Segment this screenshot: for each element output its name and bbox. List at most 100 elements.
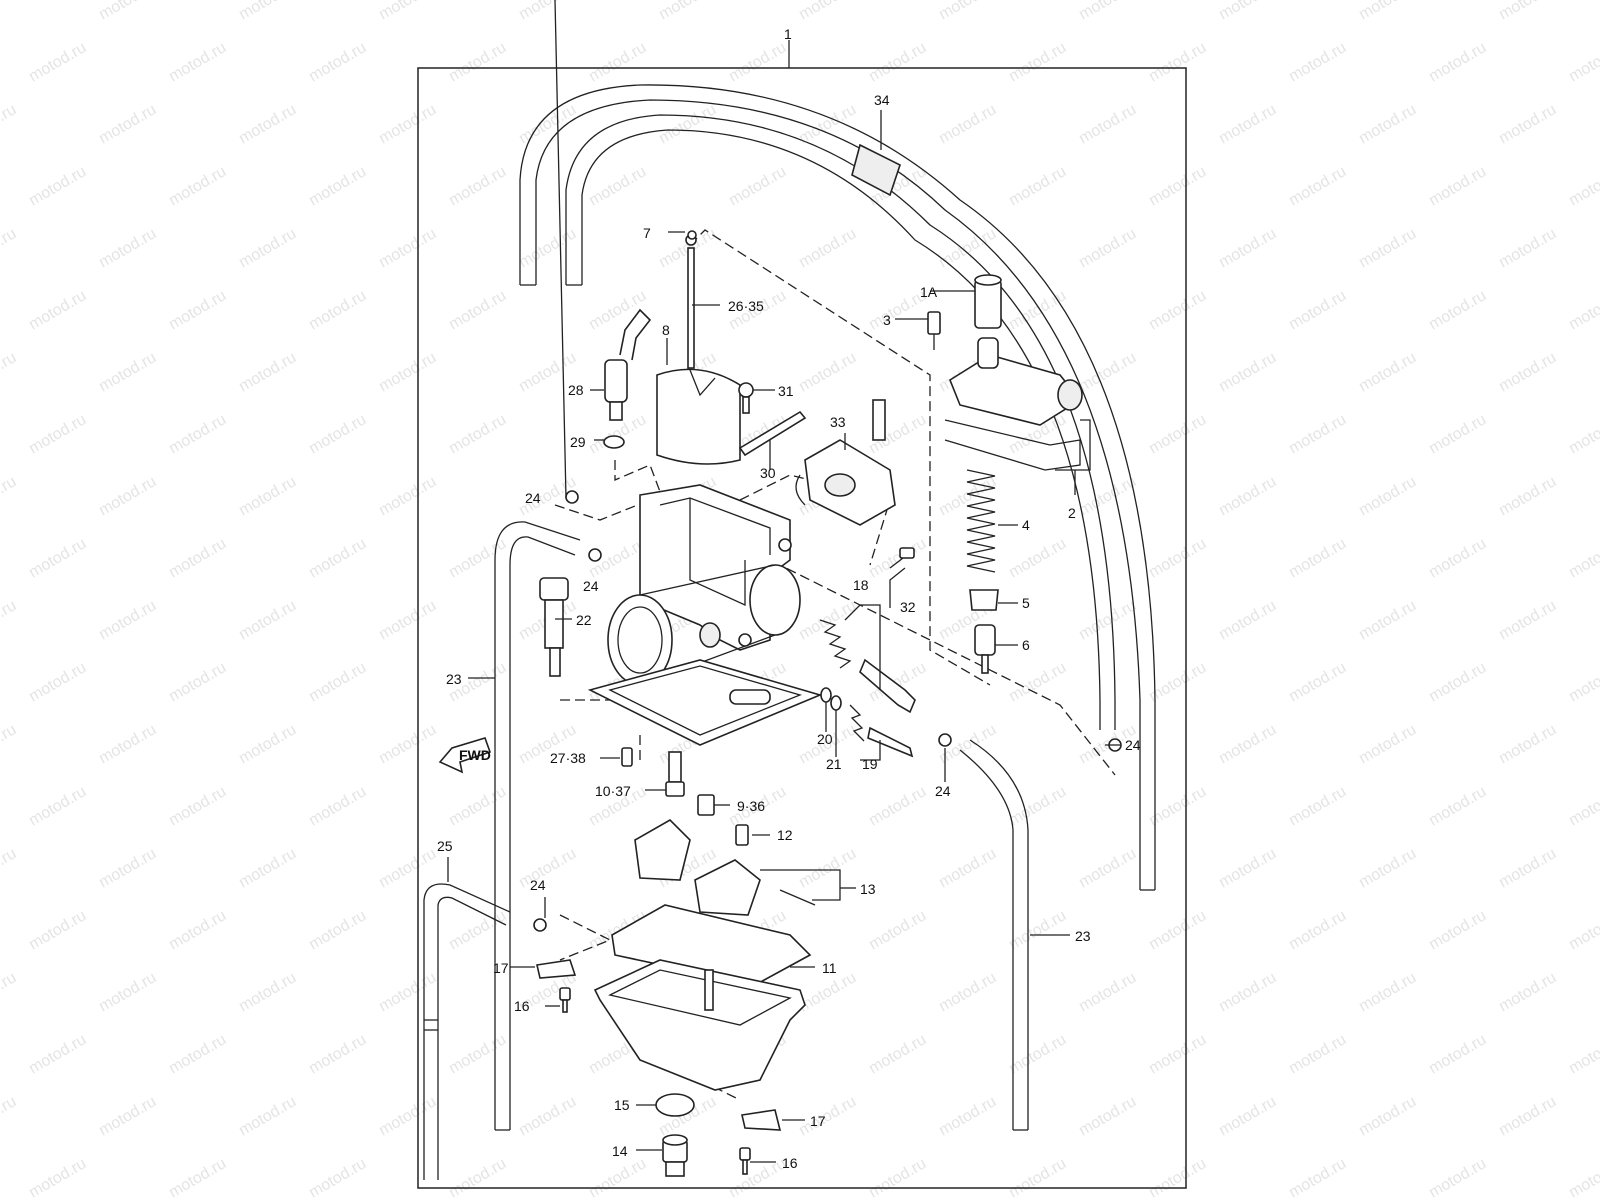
bracket-17-left — [536, 959, 577, 979]
label-32: 32 — [900, 599, 916, 615]
watermark-text: motod.ru — [306, 907, 369, 953]
float-13 — [634, 819, 816, 916]
watermark-text: motod.ru — [0, 225, 19, 271]
watermark-text: motod.ru — [306, 163, 369, 209]
watermark-text: motod.ru — [1006, 535, 1069, 581]
watermark-text: motod.ru — [376, 845, 439, 891]
watermark-text: motod.ru — [306, 411, 369, 457]
watermark-text: motod.ru — [1356, 349, 1419, 395]
watermark-text: motod.ru — [1356, 597, 1419, 643]
watermark-text: motod.ru — [936, 969, 999, 1015]
label-15: 15 — [614, 1097, 630, 1113]
watermark-text: motod.ru — [96, 349, 159, 395]
watermark-text: motod.ru — [306, 535, 369, 581]
fwd-arrow: FWD — [438, 737, 492, 774]
watermark-text: motod.ru — [796, 845, 859, 891]
label-24-a: 24 — [525, 490, 541, 506]
watermark-text: motod.ru — [1566, 411, 1600, 457]
watermark-text: motod.ru — [26, 163, 89, 209]
starter-plunger-22 — [539, 577, 569, 677]
watermark-text: motod.ru — [26, 659, 89, 705]
watermark-text: motod.ru — [306, 287, 369, 333]
watermark-text: motod.ru — [236, 845, 299, 891]
watermark-text: motod.ru — [1216, 721, 1279, 767]
watermark-text: motod.ru — [1426, 535, 1489, 581]
label-23-b: 23 — [1075, 928, 1091, 944]
watermark-text: motod.ru — [1426, 163, 1489, 209]
watermark-text: motod.ru — [936, 0, 999, 23]
watermark-text: motod.ru — [1356, 1093, 1419, 1139]
watermark-text: motod.ru — [1146, 1031, 1209, 1077]
watermark-text: motod.ru — [1496, 0, 1559, 23]
watermark-text: motod.ru — [1146, 411, 1209, 457]
watermark-text: motod.ru — [96, 473, 159, 519]
watermark-text: motod.ru — [1076, 349, 1139, 395]
watermark-text: motod.ru — [1496, 101, 1559, 147]
watermark-text: motod.ru — [1426, 287, 1489, 333]
watermark-text: motod.ru — [1356, 473, 1419, 519]
watermark-text: motod.ru — [1006, 1031, 1069, 1077]
watermark-text: motod.ru — [446, 1155, 509, 1200]
watermark-text: motod.ru — [1426, 659, 1489, 705]
watermark-text: motod.ru — [1356, 101, 1419, 147]
watermark-text: motod.ru — [96, 969, 159, 1015]
watermark-text: motod.ru — [236, 721, 299, 767]
watermark-text: motod.ru — [0, 969, 19, 1015]
watermark-text: motod.ru — [1076, 1093, 1139, 1139]
watermark-text: motod.ru — [1286, 659, 1349, 705]
watermark-text: motod.ru — [1146, 907, 1209, 953]
fwd-label: FWD — [459, 747, 491, 763]
watermark-text: motod.ru — [26, 1155, 89, 1200]
label-12: 12 — [777, 827, 793, 843]
watermark-text: motod.ru — [1216, 225, 1279, 271]
watermark-text: motod.ru — [446, 411, 509, 457]
carburetor-body — [587, 484, 823, 746]
watermark-text: motod.ru — [96, 101, 159, 147]
watermark-text: motod.ru — [446, 783, 509, 829]
watermark-text: motod.ru — [1496, 349, 1559, 395]
watermark-text: motod.ru — [26, 907, 89, 953]
watermark-text: motod.ru — [236, 349, 299, 395]
label-1: 1 — [784, 26, 792, 42]
watermark-text: motod.ru — [1006, 1155, 1069, 1200]
label-11: 11 — [822, 960, 837, 976]
watermark-text: motod.ru — [306, 1155, 369, 1200]
watermark-text: motod.ru — [1566, 535, 1600, 581]
watermark-text: motod.ru — [1566, 907, 1600, 953]
watermark-text: motod.ru — [1426, 1031, 1489, 1077]
drain-hose-25 — [423, 883, 511, 1180]
watermark-text: motod.ru — [166, 411, 229, 457]
watermark-text: motod.ru — [376, 597, 439, 643]
label-8: 8 — [662, 322, 670, 338]
o-ring-21 — [830, 695, 842, 711]
bracket-17-right — [741, 1109, 782, 1131]
watermark-text: motod.ru — [866, 783, 929, 829]
watermark-text: motod.ru — [1496, 1093, 1559, 1139]
watermark-text: motod.ru — [166, 907, 229, 953]
watermark-text: motod.ru — [166, 783, 229, 829]
watermark-text: motod.ru — [96, 0, 159, 23]
watermark-text: motod.ru — [376, 101, 439, 147]
screw-spring-19 — [849, 704, 914, 758]
watermark-text: motod.ru — [166, 163, 229, 209]
watermark-text: motod.ru — [796, 349, 859, 395]
label-17-b: 17 — [810, 1113, 826, 1129]
watermark-text: motod.ru — [236, 1093, 299, 1139]
watermark-text: motod.ru — [586, 39, 649, 85]
watermark-text: motod.ru — [376, 721, 439, 767]
spring-4 — [966, 469, 996, 573]
top-cap-2 — [944, 354, 1083, 471]
watermark-text: motod.ru — [96, 225, 159, 271]
watermark-text: motod.ru — [446, 1031, 509, 1077]
watermark-text: motod.ru — [236, 225, 299, 271]
watermark-text: motod.ru — [796, 1093, 859, 1139]
watermark-text: motod.ru — [1566, 1031, 1600, 1077]
label-22: 22 — [576, 612, 592, 628]
label-1a: 1A — [920, 284, 938, 300]
label-7: 7 — [643, 225, 651, 241]
watermark-text: motod.ru — [26, 39, 89, 85]
o-ring-15 — [655, 1093, 695, 1117]
watermark-text: motod.ru — [516, 225, 579, 271]
clamp-24 — [533, 230, 1122, 932]
watermark-text: motod.ru — [26, 287, 89, 333]
